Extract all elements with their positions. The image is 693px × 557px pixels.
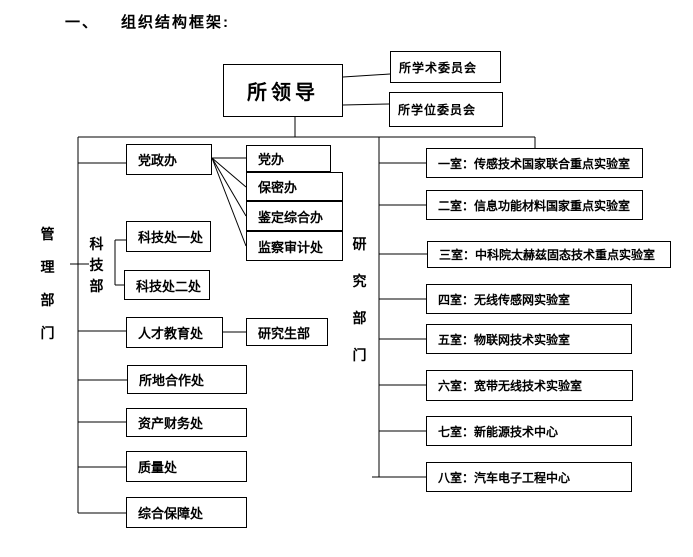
dangzhengban-fan-connectors xyxy=(211,157,247,247)
label-keji-bu: 科技部 xyxy=(89,236,104,294)
box-room-4: 四室：无线传感网实验室 xyxy=(426,284,632,314)
box-room-1: 一室：传感技术国家联合重点实验室 xyxy=(426,148,643,178)
box-kejichu-1: 科技处一处 xyxy=(126,221,211,252)
box-zhiliangchu: 质量处 xyxy=(126,451,247,482)
management-spine-connectors xyxy=(70,137,127,514)
box-room-5: 五室：物联网技术实验室 xyxy=(426,324,632,354)
research-spine-connectors xyxy=(372,137,427,478)
box-degree-committee: 所学位委员会 xyxy=(389,92,503,127)
box-kejichu-2: 科技处二处 xyxy=(124,270,210,300)
box-zichancaiwu: 资产财务处 xyxy=(126,408,247,437)
box-jianchashenji: 监察审计处 xyxy=(246,231,343,261)
label-management-departments: 管理部门 xyxy=(40,226,55,341)
box-rencaijiaoyu: 人才教育处 xyxy=(126,317,223,348)
heading-number: 一、 xyxy=(65,14,100,31)
page-title: 一、 组织结构框架: xyxy=(65,11,230,32)
heading-text: 组织结构框架: xyxy=(121,14,231,31)
box-dangzhengban: 党政办 xyxy=(126,144,212,175)
box-yanjiushengbu: 研究生部 xyxy=(246,318,328,346)
box-jiandingzonghe: 鉴定综合办 xyxy=(246,201,343,231)
box-room-3: 三室：中科院太赫兹固态技术重点实验室 xyxy=(427,241,671,268)
box-room-6: 六室：宽带无线技术实验室 xyxy=(426,370,633,401)
box-baomiban: 保密办 xyxy=(246,172,343,201)
box-leader: 所领导 xyxy=(223,64,343,117)
box-suodihezuo: 所地合作处 xyxy=(127,365,247,394)
box-room-8: 八室：汽车电子工程中心 xyxy=(426,462,632,492)
label-research-departments: 研究部门 xyxy=(352,236,367,363)
box-room-2: 二室：信息功能材料国家重点实验室 xyxy=(426,190,643,220)
box-dangban: 党办 xyxy=(246,145,331,172)
box-zonghebaozhang: 综合保障处 xyxy=(126,497,247,528)
box-room-7: 七室：新能源技术中心 xyxy=(426,416,632,446)
box-academic-committee: 所学术委员会 xyxy=(390,51,501,83)
